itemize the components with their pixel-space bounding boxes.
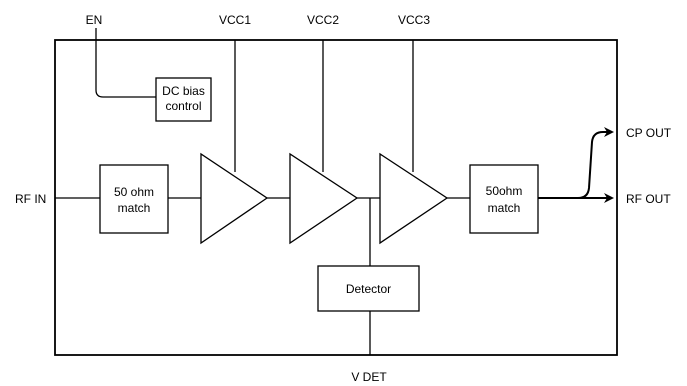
amplifier-stage-2: [289, 152, 359, 245]
rf-out-label: RF OUT: [626, 192, 671, 206]
rf-in-label: RF IN: [15, 192, 46, 206]
output-match-label-line1: 50ohm: [486, 184, 523, 198]
input-match-label-line2: match: [118, 201, 151, 215]
dc-bias-control-block: [155, 77, 212, 122]
output-match-label-line2: match: [488, 201, 521, 215]
vcc1-label: VCC1: [219, 13, 251, 27]
dc-bias-label-line2: control: [165, 99, 201, 113]
cp-out-label: CP OUT: [626, 126, 672, 140]
amplifier-stage-3: [379, 152, 449, 245]
output-match-block: [469, 164, 539, 234]
detector-label: Detector: [346, 282, 391, 296]
input-match-block: [99, 164, 169, 234]
v-det-label: V DET: [351, 370, 387, 384]
dc-bias-label-line1: DC bias: [162, 84, 205, 98]
cp-out-wire: [538, 127, 614, 199]
detector-block: [317, 265, 420, 312]
vcc3-label: VCC3: [398, 13, 430, 27]
amplifier-stage-1: [200, 152, 269, 245]
en-wire: [95, 28, 156, 98]
input-match-label-line1: 50 ohm: [114, 185, 154, 199]
en-label: EN: [86, 13, 103, 27]
vcc2-label: VCC2: [307, 13, 339, 27]
